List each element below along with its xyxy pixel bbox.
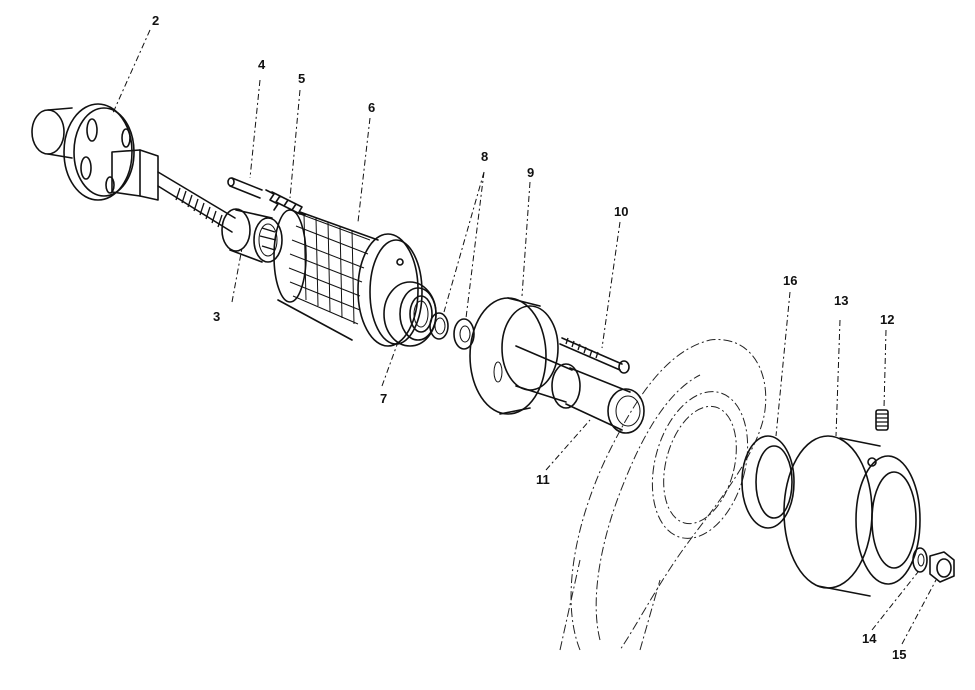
callout-12: 12 — [880, 312, 895, 327]
part-14-small-washer — [912, 547, 928, 573]
callout-4: 4 — [258, 57, 266, 72]
part-10-bolt — [559, 337, 630, 374]
callout-3: 3 — [213, 309, 221, 324]
part-2-flanged-hub-shaft — [31, 103, 236, 233]
callout-6: 6 — [368, 100, 376, 115]
part-13-large-cap — [783, 435, 921, 597]
callout-leader-lines — [111, 29, 937, 645]
part-3-bushing — [221, 208, 283, 263]
part-8-washers — [429, 312, 475, 350]
part-4-pin — [227, 177, 263, 199]
callout-13: 13 — [834, 293, 849, 308]
part-5-spring — [265, 189, 306, 216]
callout-16: 16 — [783, 273, 798, 288]
part-9-flanged-spacer — [469, 297, 581, 415]
callout-9: 9 — [527, 165, 535, 180]
callout-8: 8 — [481, 149, 489, 164]
callout-15: 15 — [892, 647, 907, 662]
part-15-nut — [929, 551, 955, 583]
callout-2: 2 — [152, 13, 160, 28]
callout-10: 10 — [614, 204, 629, 219]
callout-5: 5 — [298, 71, 306, 86]
part-12-set-screw — [875, 409, 889, 431]
phantom-housing-outline — [559, 339, 767, 651]
part-16-disc-washer — [741, 435, 795, 529]
part-11-tube-spacer — [565, 367, 645, 434]
callout-7: 7 — [380, 391, 388, 406]
callout-14: 14 — [862, 631, 877, 646]
part-7-bearing — [383, 281, 437, 347]
callout-11: 11 — [536, 472, 550, 487]
part-6-toothed-pulley — [273, 209, 423, 347]
